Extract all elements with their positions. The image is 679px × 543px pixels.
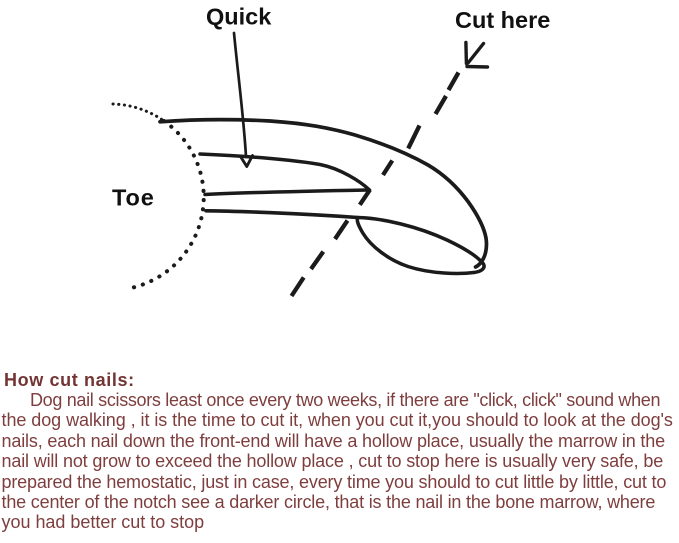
- svg-text:Cut here: Cut here: [455, 7, 550, 33]
- svg-text:Quick: Quick: [206, 4, 272, 30]
- svg-text:Toe: Toe: [112, 185, 155, 211]
